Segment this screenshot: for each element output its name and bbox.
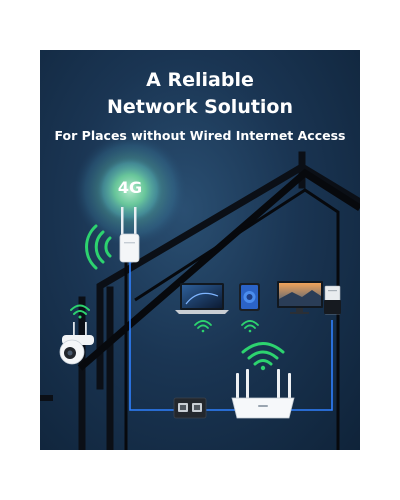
hero-panel: A Reliable Network Solution For Places w… bbox=[40, 50, 360, 450]
router-icon bbox=[231, 369, 295, 419]
router-wifi-icon bbox=[241, 342, 285, 371]
laptop-icon bbox=[175, 283, 229, 314]
antenna-4g-icon bbox=[119, 207, 140, 263]
camera-icon bbox=[59, 304, 94, 365]
antenna-glow-inner bbox=[96, 156, 164, 224]
subtitle: For Places without Wired Internet Access bbox=[54, 128, 346, 143]
headline-line-2: Network Solution bbox=[106, 96, 294, 118]
antenna-wifi-icon bbox=[85, 224, 112, 270]
tablet-wifi-icon bbox=[241, 320, 259, 333]
desktop-computer-icon bbox=[277, 281, 341, 315]
roof-inner bbox=[134, 188, 340, 450]
network-scene bbox=[40, 134, 360, 450]
headline-line-1: A Reliable bbox=[146, 69, 254, 91]
tablet-icon bbox=[239, 283, 260, 311]
antenna-4g-label: 4G bbox=[117, 178, 143, 197]
roof-outer bbox=[77, 168, 360, 371]
poe-injector-icon bbox=[173, 397, 207, 419]
laptop-wifi-icon bbox=[194, 320, 212, 333]
